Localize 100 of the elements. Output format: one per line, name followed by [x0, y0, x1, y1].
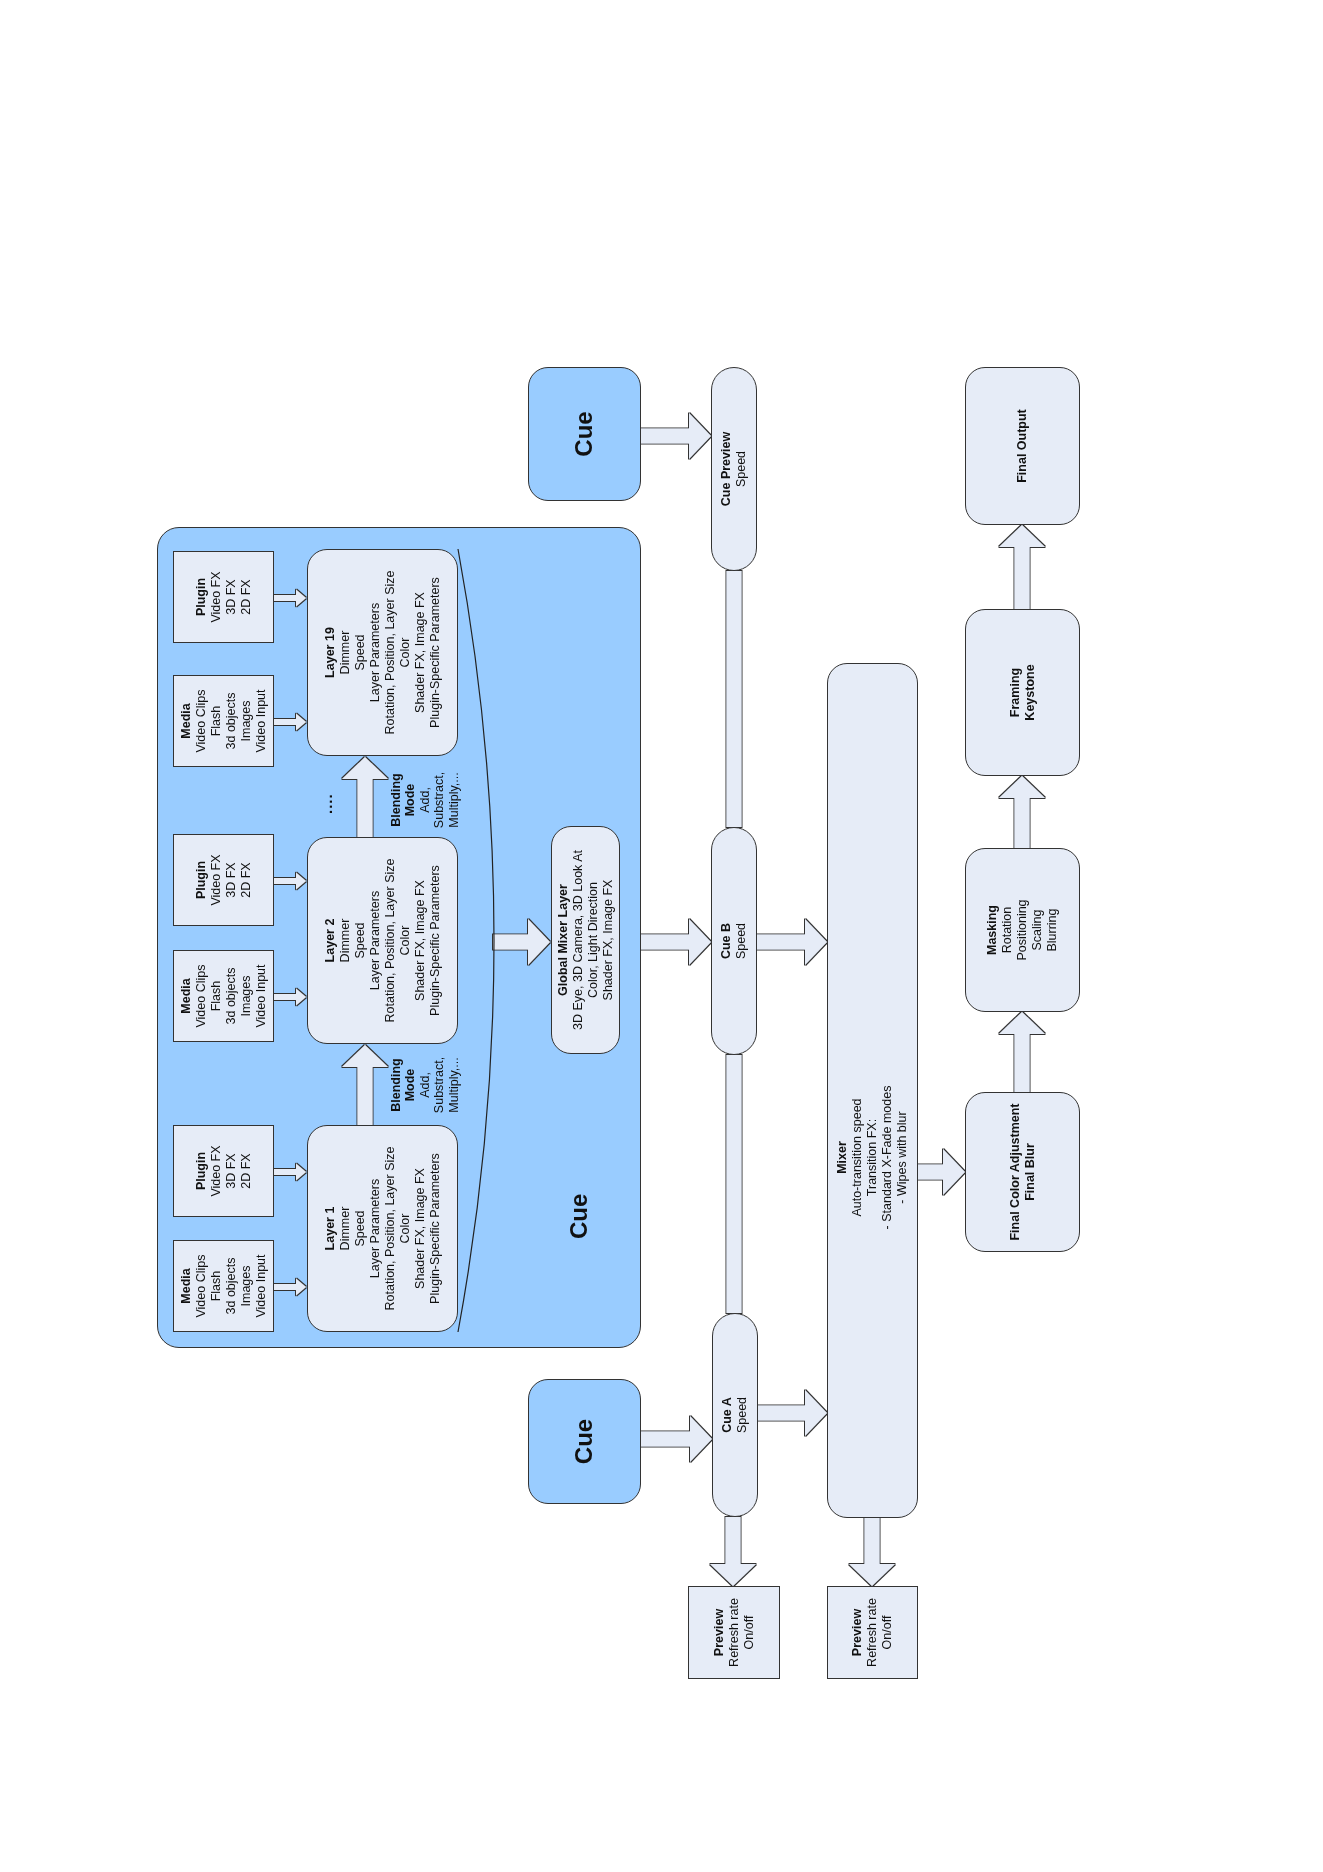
- box-text: Video Clips: [193, 1254, 209, 1318]
- block-arrow: [999, 525, 1045, 609]
- box-text: Layer Parameters: [367, 602, 383, 703]
- box-text: Plugin-Specific Parameters: [427, 865, 443, 1016]
- box-text: 3d objects: [223, 692, 239, 750]
- block-arrow: [999, 1012, 1045, 1092]
- box-title: Preview: [850, 1608, 865, 1657]
- process-box: [827, 1586, 918, 1679]
- block-arrow: [710, 1517, 756, 1586]
- box-title: Mixer: [835, 1141, 850, 1174]
- box-text: Rotation, Position, Layer Size: [382, 858, 398, 1023]
- box-text: Video Input: [253, 964, 269, 1028]
- block-arrow: [273, 589, 306, 607]
- box-text: Video FX: [208, 1145, 224, 1197]
- box-text: Layer Parameters: [367, 1178, 383, 1279]
- cue-box: [528, 1379, 641, 1504]
- rounded-box: [965, 848, 1080, 1012]
- rounded-box: [307, 1125, 458, 1332]
- box-title: Plugin: [193, 577, 209, 617]
- box-text: Images: [238, 975, 254, 1017]
- box-text: Shader FX, Image FX: [412, 880, 428, 1001]
- box-text: Speed: [734, 450, 749, 488]
- process-box: [173, 675, 274, 767]
- box-text: Speed: [352, 922, 368, 959]
- box-text: Video FX: [208, 854, 224, 906]
- process-box: [173, 1125, 274, 1217]
- box-text: On/off: [880, 1615, 895, 1650]
- box-text: 3D Eye, 3D Camera, 3D Look At: [570, 850, 586, 1030]
- box-text: Speed: [734, 922, 749, 960]
- box-text: Images: [238, 700, 254, 742]
- box-title: Global Mixer Layer: [555, 884, 571, 996]
- box-text: Speed: [352, 634, 368, 671]
- rounded-box: [307, 549, 458, 756]
- block-arrow: [641, 1416, 712, 1462]
- box-text: Video Input: [253, 1254, 269, 1318]
- connector-bar: [726, 1055, 742, 1313]
- block-arrow: [757, 919, 827, 965]
- box-text: Transition FX:: [865, 1118, 880, 1197]
- box-text: Video Input: [253, 689, 269, 753]
- block-arrow: [273, 1278, 306, 1296]
- edge-label: Blending Mode Add, Substract, Multiply,...: [389, 770, 461, 831]
- box-text: 3d objects: [223, 1257, 239, 1315]
- process-box: [173, 950, 274, 1042]
- box-text: Rotation, Position, Layer Size: [382, 1146, 398, 1311]
- box-text: 2D FX: [238, 862, 254, 898]
- box-title: Media: [178, 703, 194, 739]
- cue-box: [528, 367, 641, 501]
- block-arrow: [273, 1163, 306, 1181]
- connector-bar: [726, 571, 742, 827]
- box-text: 2D FX: [238, 1153, 254, 1189]
- ellipsis-label: ....: [318, 793, 335, 814]
- box-title: Cue: [570, 1418, 599, 1465]
- edge-label: Blending Mode Add, Substract, Multiply,...: [389, 1055, 461, 1116]
- block-arrow: [493, 919, 550, 965]
- rounded-box: [965, 367, 1080, 525]
- box-title: Plugin: [193, 1151, 209, 1191]
- box-title: Preview: [711, 1608, 727, 1657]
- block-arrow: [342, 757, 388, 838]
- rounded-box: [965, 1092, 1080, 1252]
- box-text: Video FX: [208, 571, 224, 623]
- box-text: Keystone: [1022, 664, 1038, 721]
- box-text: Refresh rate: [726, 1598, 742, 1667]
- box-text: Auto-transition speed: [850, 1098, 865, 1217]
- box-text: Color, Light Direction: [585, 882, 601, 998]
- box-text: 3d objects: [223, 967, 239, 1025]
- process-box: [173, 834, 274, 926]
- box-title: Media: [178, 1268, 194, 1304]
- box-text: Video Clips: [193, 689, 209, 753]
- box-text: Shader FX, Image FX: [600, 879, 616, 1001]
- box-text: Flash: [208, 980, 224, 1012]
- box-text: Shader FX, Image FX: [412, 1168, 428, 1289]
- box-text: Rotation, Position, Layer Size: [382, 570, 398, 735]
- box-text: - Standard X-Fade modes: [880, 1085, 895, 1230]
- process-box: [173, 551, 274, 643]
- box-text: Dimmer: [337, 1206, 353, 1251]
- box-text: Plugin-Specific Parameters: [427, 577, 443, 728]
- box-title: Final Output: [1015, 409, 1030, 483]
- rounded-box: [965, 609, 1080, 776]
- box-text: Flash: [208, 705, 224, 737]
- box-title: Plugin: [193, 860, 209, 900]
- box-title: Cue Preview: [719, 431, 734, 507]
- box-text: Color: [397, 925, 413, 956]
- box-text: 3D FX: [223, 862, 239, 898]
- process-box: [688, 1586, 780, 1679]
- box-text: Flash: [208, 1270, 224, 1302]
- block-arrow: [758, 1390, 827, 1436]
- pill-box: [711, 827, 757, 1055]
- box-title: Cue: [570, 411, 599, 457]
- box-text: Layer Parameters: [367, 890, 383, 991]
- box-text: Video Clips: [193, 964, 209, 1028]
- box-text: Rotation: [1000, 906, 1015, 954]
- box-text: Color: [397, 1213, 413, 1244]
- box-text: Speed: [352, 1210, 368, 1247]
- box-text: Refresh rate: [865, 1598, 880, 1667]
- box-text: Positioning: [1015, 899, 1030, 961]
- box-text: Color: [397, 637, 413, 668]
- box-text: 3D FX: [223, 579, 239, 615]
- rounded-box: [827, 663, 918, 1518]
- box-text: - Wipes with blur: [895, 1111, 910, 1204]
- group-panel: [157, 527, 641, 1348]
